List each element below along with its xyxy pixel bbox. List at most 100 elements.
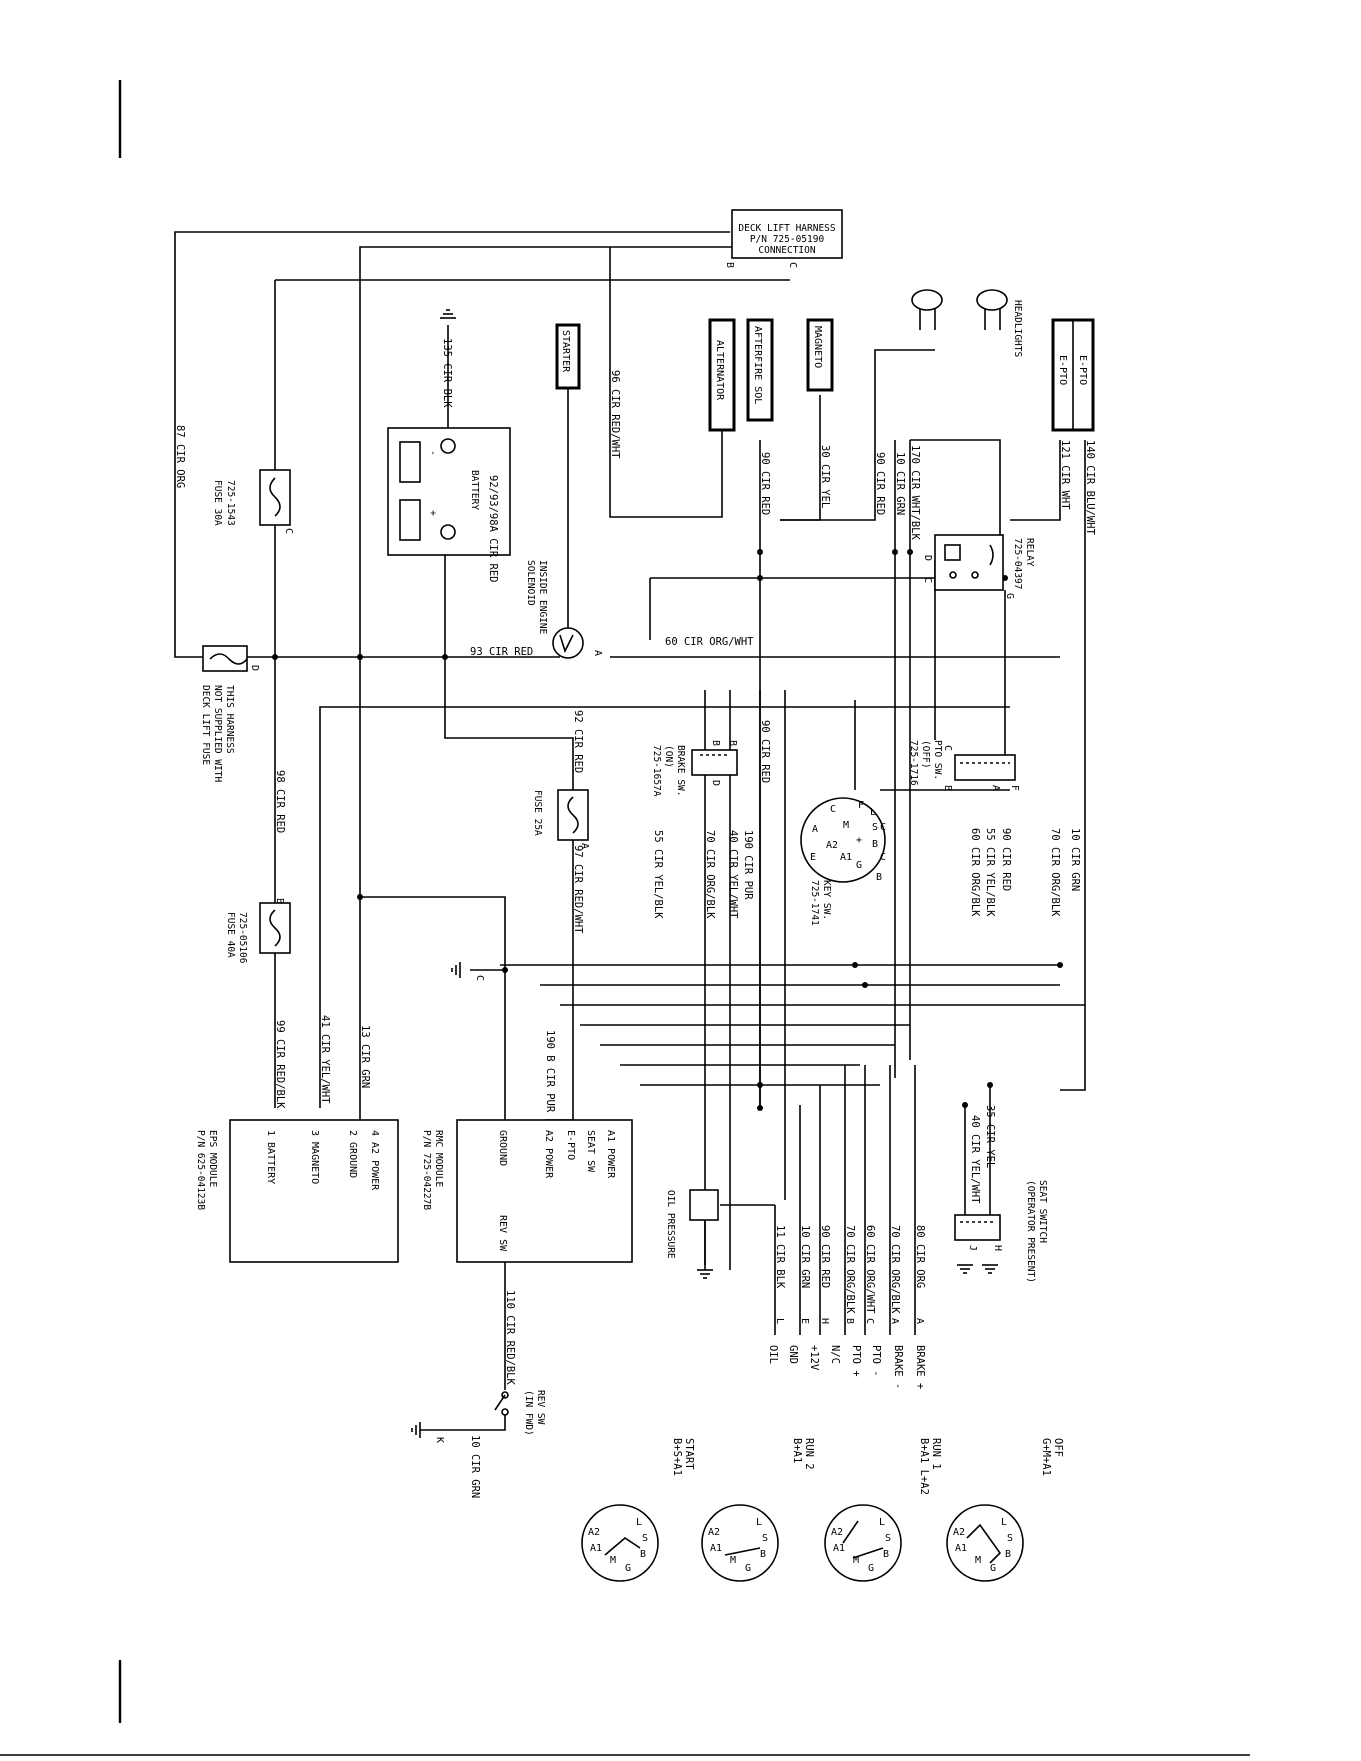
pto-sw-line1: PTO SW. bbox=[932, 740, 943, 780]
conn-wire-5: 90 CIR RED bbox=[819, 1225, 831, 1288]
eps-pin-4: 4 A2 POWER bbox=[369, 1130, 380, 1191]
dial-run1-a1: A1 bbox=[833, 1543, 845, 1554]
conn-pin-6: E bbox=[799, 1318, 810, 1324]
wire-10a: 10 CIR GRN bbox=[894, 452, 906, 515]
brake-sw-line1: BRAKE SW. bbox=[675, 745, 686, 796]
key-sw-letter-plus: + bbox=[856, 835, 862, 846]
wire-90c: 90 CIR RED bbox=[759, 720, 771, 783]
connector-table: 80 CIR ORG 70 CIR ORG/BLK 60 CIR ORG/WHT… bbox=[767, 1225, 926, 1389]
ground-icon bbox=[440, 309, 456, 319]
e-pto: E-PTO E-PTO bbox=[1051, 318, 1095, 432]
brake-sw-pin-3: D bbox=[710, 780, 721, 786]
wire-121: 121 CIR WHT bbox=[1059, 440, 1071, 510]
key-sw-letter-b2: B bbox=[876, 872, 882, 883]
wire-90a: 90 CIR RED bbox=[759, 452, 771, 515]
dial-run2-a2: A2 bbox=[708, 1527, 720, 1538]
key-sw-letter-a: A bbox=[812, 824, 818, 835]
key-sw-letter-a1: A1 bbox=[840, 852, 852, 863]
conn-func-8: OIL bbox=[767, 1345, 779, 1364]
dial-run1-a2: A2 bbox=[831, 1527, 843, 1538]
seat-sw-pin-h: H bbox=[992, 1245, 1003, 1251]
ground-c-label: C bbox=[474, 975, 485, 981]
fuse-40a-pn: 725-05106 bbox=[237, 912, 248, 964]
key-sw-letter-f: F bbox=[858, 800, 864, 811]
conn-pin-7: L bbox=[774, 1318, 785, 1324]
dial-off-g: G bbox=[990, 1563, 996, 1574]
wire-55a: 55 CIR YEL/BLK bbox=[652, 830, 664, 919]
conn-func-5: N/C bbox=[829, 1345, 841, 1364]
deck-lift-harness: DECK LIFT HARNESS P/N 725-05190 CONNECTI… bbox=[724, 209, 843, 268]
key-dial-run1: L S B G M A1 A2 bbox=[824, 1504, 902, 1582]
rmc-pin-ground: GROUND bbox=[497, 1130, 508, 1166]
seat-sw-line2: (OPERATOR PRESENT) bbox=[1025, 1180, 1036, 1283]
dial-start-s: S bbox=[642, 1533, 648, 1544]
dial-start-a1: A1 bbox=[590, 1543, 602, 1554]
dial-start-g: G bbox=[625, 1563, 631, 1574]
seat-switch: J H SEAT SWITCH (OPERATOR PRESENT) bbox=[954, 1180, 1048, 1283]
afterfire-sol: AFTERFIRE SOL bbox=[746, 318, 774, 422]
headlights: HEADLIGHTS bbox=[911, 289, 1023, 357]
solenoid: A SOLENOID INSIDE ENGINE bbox=[525, 560, 603, 659]
dial-start-a2: A2 bbox=[588, 1527, 600, 1538]
conn-func-7: GND bbox=[787, 1345, 799, 1364]
rev-switch: REV SW (IN FWD) bbox=[494, 1390, 546, 1436]
battery-title: BATTERY bbox=[469, 470, 480, 510]
rmc-pin-seat: SEAT SW bbox=[585, 1130, 596, 1173]
dial-run2-m: M bbox=[730, 1555, 736, 1566]
seat-sw-line1: SEAT SWITCH bbox=[1037, 1180, 1048, 1243]
battery-pos-label: + bbox=[427, 510, 438, 516]
key-sw-pn: 725-1741 bbox=[809, 880, 820, 926]
conn-pin-4: B bbox=[844, 1318, 855, 1324]
deck-lift-fuse: D DECK LIFT FUSE NOT SUPPLIED WITH THIS … bbox=[200, 645, 260, 783]
wire-55b: 55 CIR YEL/BLK bbox=[984, 828, 996, 917]
fuse-30a: FUSE 30A 725-1543 C bbox=[212, 469, 294, 534]
relay: D C G RELAY 725-04397 bbox=[922, 534, 1035, 599]
seat-sw-pin-j: J bbox=[967, 1245, 978, 1251]
eps-pin-3: 3 MAGNETO bbox=[309, 1130, 320, 1184]
ground-symbols: K C bbox=[411, 309, 998, 1443]
conn-wire-4: 70 CIR ORG/BLK bbox=[844, 1225, 856, 1314]
key-switch: F L S B C M + A2 A1 G B C E A C KEY SW. … bbox=[800, 797, 886, 926]
key-dial-run2: L S B G M A1 A2 bbox=[701, 1504, 779, 1582]
key-sw-letter-a2: A2 bbox=[826, 840, 838, 851]
eps-pin-2: 2 GROUND bbox=[347, 1130, 358, 1178]
conn-wire-1: 80 CIR ORG bbox=[914, 1225, 926, 1288]
relay-pn: 725-04397 bbox=[1012, 538, 1023, 589]
dial-run1-s: S bbox=[885, 1533, 891, 1544]
wire-70a: 70 CIR ORG/BLK bbox=[704, 830, 716, 919]
conn-wire-3: 60 CIR ORG/WHT bbox=[864, 1225, 876, 1314]
deck-lift-harness-sub: CONNECTION bbox=[758, 245, 815, 256]
alternator: ALTERNATOR bbox=[708, 318, 736, 432]
conn-wire-7: 11 CIR BLK bbox=[774, 1225, 786, 1289]
fuse-30a-title: FUSE 30A bbox=[212, 480, 223, 526]
conn-wire-6: 10 CIR GRN bbox=[799, 1225, 811, 1288]
key-position-dials: OFF G+M+A1 RUN 1 B+A1 L+A2 RUN 2 B+A1 ST… bbox=[581, 1438, 1064, 1582]
brake-sw-line2: (ON) bbox=[663, 745, 674, 768]
deck-lift-fuse-line3: THIS HARNESS bbox=[224, 685, 235, 754]
dial-start-l: L bbox=[636, 1517, 642, 1528]
rmc-module: A1 POWER SEAT SW E-PTO A2 POWER GROUND R… bbox=[421, 1119, 633, 1263]
fuse-30a-pin: C bbox=[283, 528, 294, 534]
rmc-pin-a2: A2 POWER bbox=[543, 1130, 554, 1179]
key-sw-letter-g: G bbox=[856, 860, 862, 871]
ground-icon bbox=[957, 1264, 973, 1274]
conn-pin-5: H bbox=[819, 1318, 830, 1324]
brake-sw-pn: 725-1657A bbox=[651, 745, 662, 797]
key-sw-letter-l: L bbox=[870, 807, 876, 818]
brake-sw-pin-1: B bbox=[710, 740, 721, 746]
relay-title: RELAY bbox=[1024, 538, 1035, 567]
junction-dots bbox=[272, 549, 1063, 1111]
relay-pin-g: G bbox=[1004, 593, 1015, 599]
wire-10b: 10 CIR GRN bbox=[1069, 828, 1081, 891]
dial-run2-a1: A1 bbox=[710, 1543, 722, 1554]
dial-run2-g: G bbox=[745, 1563, 751, 1574]
fuse-40a: FUSE 40A 725-05106 B bbox=[225, 898, 291, 964]
ground-icon bbox=[697, 1269, 713, 1279]
wire-140: 140 CIR BLU/WHT bbox=[1084, 440, 1096, 536]
magneto-label: MAGNETO bbox=[812, 326, 823, 368]
deck-lift-harness-pn: P/N 725-05190 bbox=[750, 234, 825, 245]
conn-wire-2: 70 CIR ORG/BLK bbox=[889, 1225, 901, 1314]
rev-sw-line2: (IN FWD) bbox=[523, 1390, 534, 1436]
dial-run2-b: B bbox=[760, 1549, 766, 1560]
